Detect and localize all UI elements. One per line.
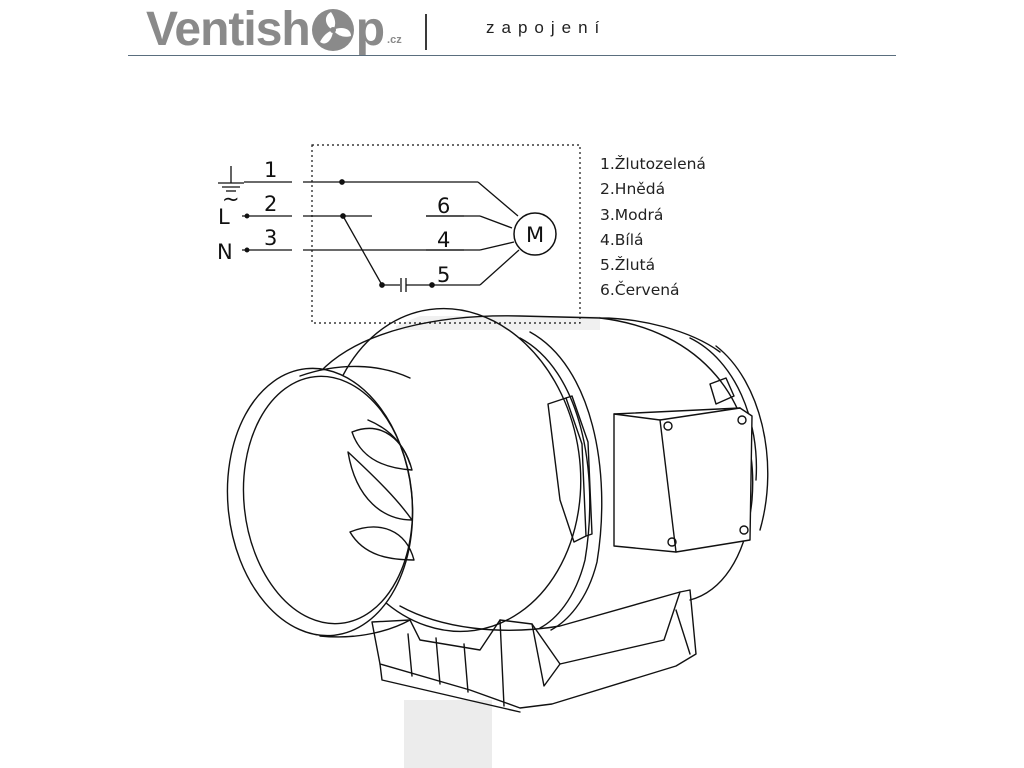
- legend-item-5: 5.Žlutá: [600, 256, 656, 275]
- schematic-labels: 1 2 3 6 4 5 ~ L N M: [217, 158, 544, 287]
- terminal-5-label: 5: [437, 263, 450, 287]
- phase-label: L: [218, 205, 230, 229]
- header-rule: [128, 55, 896, 56]
- brand-name-prefix: Ventish: [146, 3, 311, 56]
- wire-5-motor: [479, 249, 520, 286]
- wire-color-legend: 1.Žlutozelená 2.Hnědá 3.Modrá 4.Bílá 5.Ž…: [600, 152, 706, 304]
- inline-duct-fan-drawing: [226, 307, 769, 713]
- terminal-2-label: 2: [264, 192, 277, 216]
- wire-6-motor: [479, 215, 513, 229]
- brand-tld: .cz: [387, 34, 402, 46]
- ground-icon: [218, 166, 244, 192]
- legend-item-3: 3.Modrá: [600, 205, 664, 224]
- legend-item-6: 6.Červená: [600, 281, 680, 300]
- fan-icon: [311, 9, 354, 51]
- motor-label: M: [526, 223, 544, 247]
- brand-name-suffix: p: [355, 3, 385, 56]
- page-title: zapojení: [486, 18, 607, 37]
- phase-tilde: ~: [222, 187, 240, 211]
- legend-item-4: 4.Bílá: [600, 230, 644, 249]
- brand-logo[interactable]: Ventish p .cz: [146, 2, 402, 58]
- mounting-foot: [371, 589, 697, 709]
- terminal-box-outline: [311, 144, 581, 324]
- header-divider: [425, 14, 427, 50]
- motor-icon: [513, 212, 557, 256]
- terminal-4-label: 4: [437, 228, 450, 252]
- legend-item-2: 2.Hnědá: [600, 180, 666, 199]
- capacitor-icon: [400, 278, 407, 292]
- terminal-3-label: 3: [264, 226, 277, 250]
- wiring-schematic: [218, 144, 581, 324]
- junction-box: [613, 407, 753, 553]
- wire-4-motor: [479, 241, 515, 251]
- wire-1-motor: [477, 181, 519, 217]
- terminal-6-label: 6: [437, 194, 450, 218]
- neutral-label: N: [217, 240, 233, 264]
- terminal-1-label: 1: [264, 158, 277, 182]
- header: Ventish p .cz zapojení: [0, 0, 1024, 60]
- legend-item-1: 1.Žlutozelená: [600, 155, 706, 173]
